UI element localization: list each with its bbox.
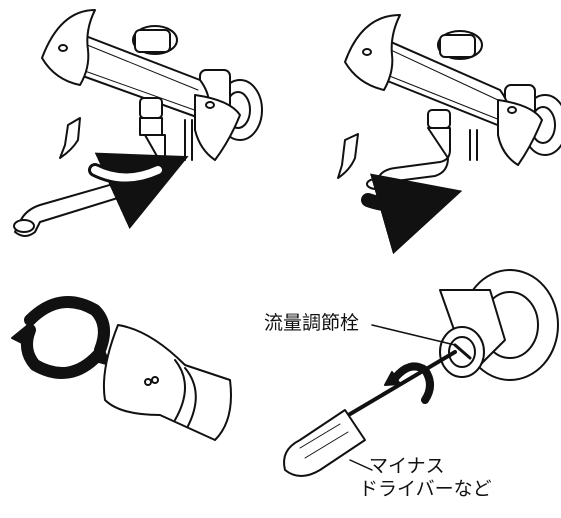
panel-handle-rotate [11, 296, 232, 441]
leader-line-flow [371, 324, 456, 346]
screwdriver-label-line2: ドライバーなど [359, 477, 492, 500]
wall-fitting-top [132, 25, 178, 55]
left-handle [344, 14, 401, 91]
screwdriver-label: マイナス ドライバーなど [359, 455, 492, 500]
handle-body [102, 324, 232, 441]
left-handle [41, 9, 96, 86]
small-curve-arrow [337, 133, 359, 179]
flow-adjust-screw-label: 流量調節栓 [264, 312, 360, 334]
right-handle [194, 94, 241, 161]
screwdriver-label-line1: マイナス [369, 455, 445, 477]
panel-flow-screw [283, 269, 559, 477]
swing-arrow [361, 173, 463, 255]
leader-line-screwdriver [349, 459, 373, 471]
panel-faucet-swing-1 [13, 9, 263, 237]
small-curve-arrow [59, 117, 81, 159]
wall-fitting-top [437, 30, 483, 60]
rotate-arrows-icon [11, 296, 111, 379]
panel-faucet-swing-2 [337, 14, 561, 255]
screwdriver-icon [283, 350, 457, 477]
right-handle [497, 99, 543, 166]
spout [14, 134, 166, 237]
